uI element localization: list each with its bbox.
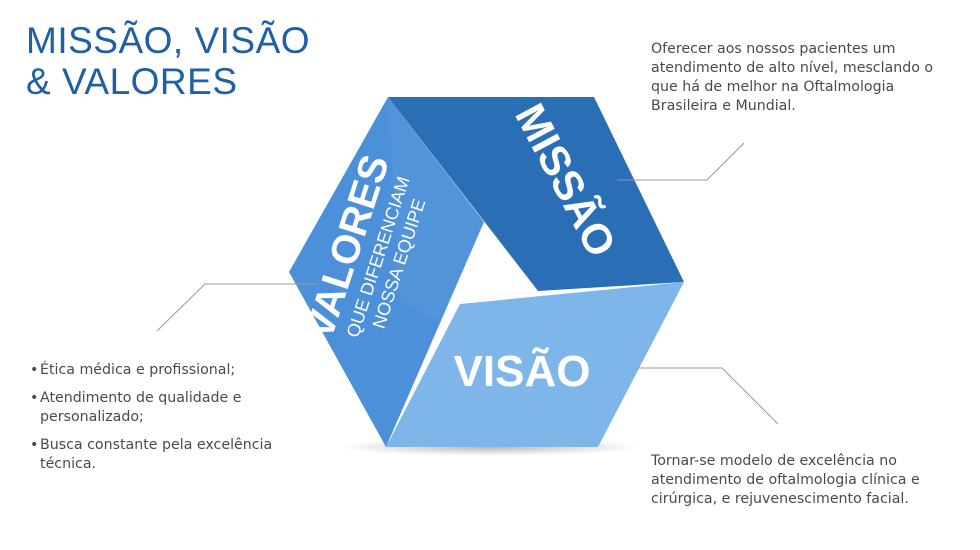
list-item-text: Busca constante pela excelência técnica. [40,437,273,472]
title-line-2: & VALORES [26,61,238,102]
list-item: • Ética médica e profissional; [30,361,280,380]
visao-segment [386,282,684,447]
missao-segment [388,97,684,291]
list-item-text: Atendimento de qualidade e personalizado… [40,390,242,425]
page-title: MISSÃO, VISÃO & VALORES [26,20,310,102]
bullet: • [30,362,39,378]
bullet: • [30,390,39,406]
bullet: • [30,437,39,453]
visao-label: VISÃO [454,346,591,396]
valores-segment [289,97,484,447]
valores-segment-shade [388,97,484,322]
list-item: • Busca constante pela excelência técnic… [30,436,280,474]
list-item-text: Ética médica e profissional; [40,362,236,378]
vision-description: Tornar-se modelo de excelência no atendi… [651,453,920,507]
vision-connector-line [636,367,779,425]
values-list: • Ética médica e profissional; • Atendim… [30,361,280,483]
mission-description: Oferecer aos nossos pacientes um atendim… [651,41,934,114]
list-item: • Atendimento de qualidade e personaliza… [30,389,280,427]
values-connector-line [156,283,318,332]
mission-connector-line [617,142,745,181]
title-line-1: MISSÃO, VISÃO [26,20,311,61]
